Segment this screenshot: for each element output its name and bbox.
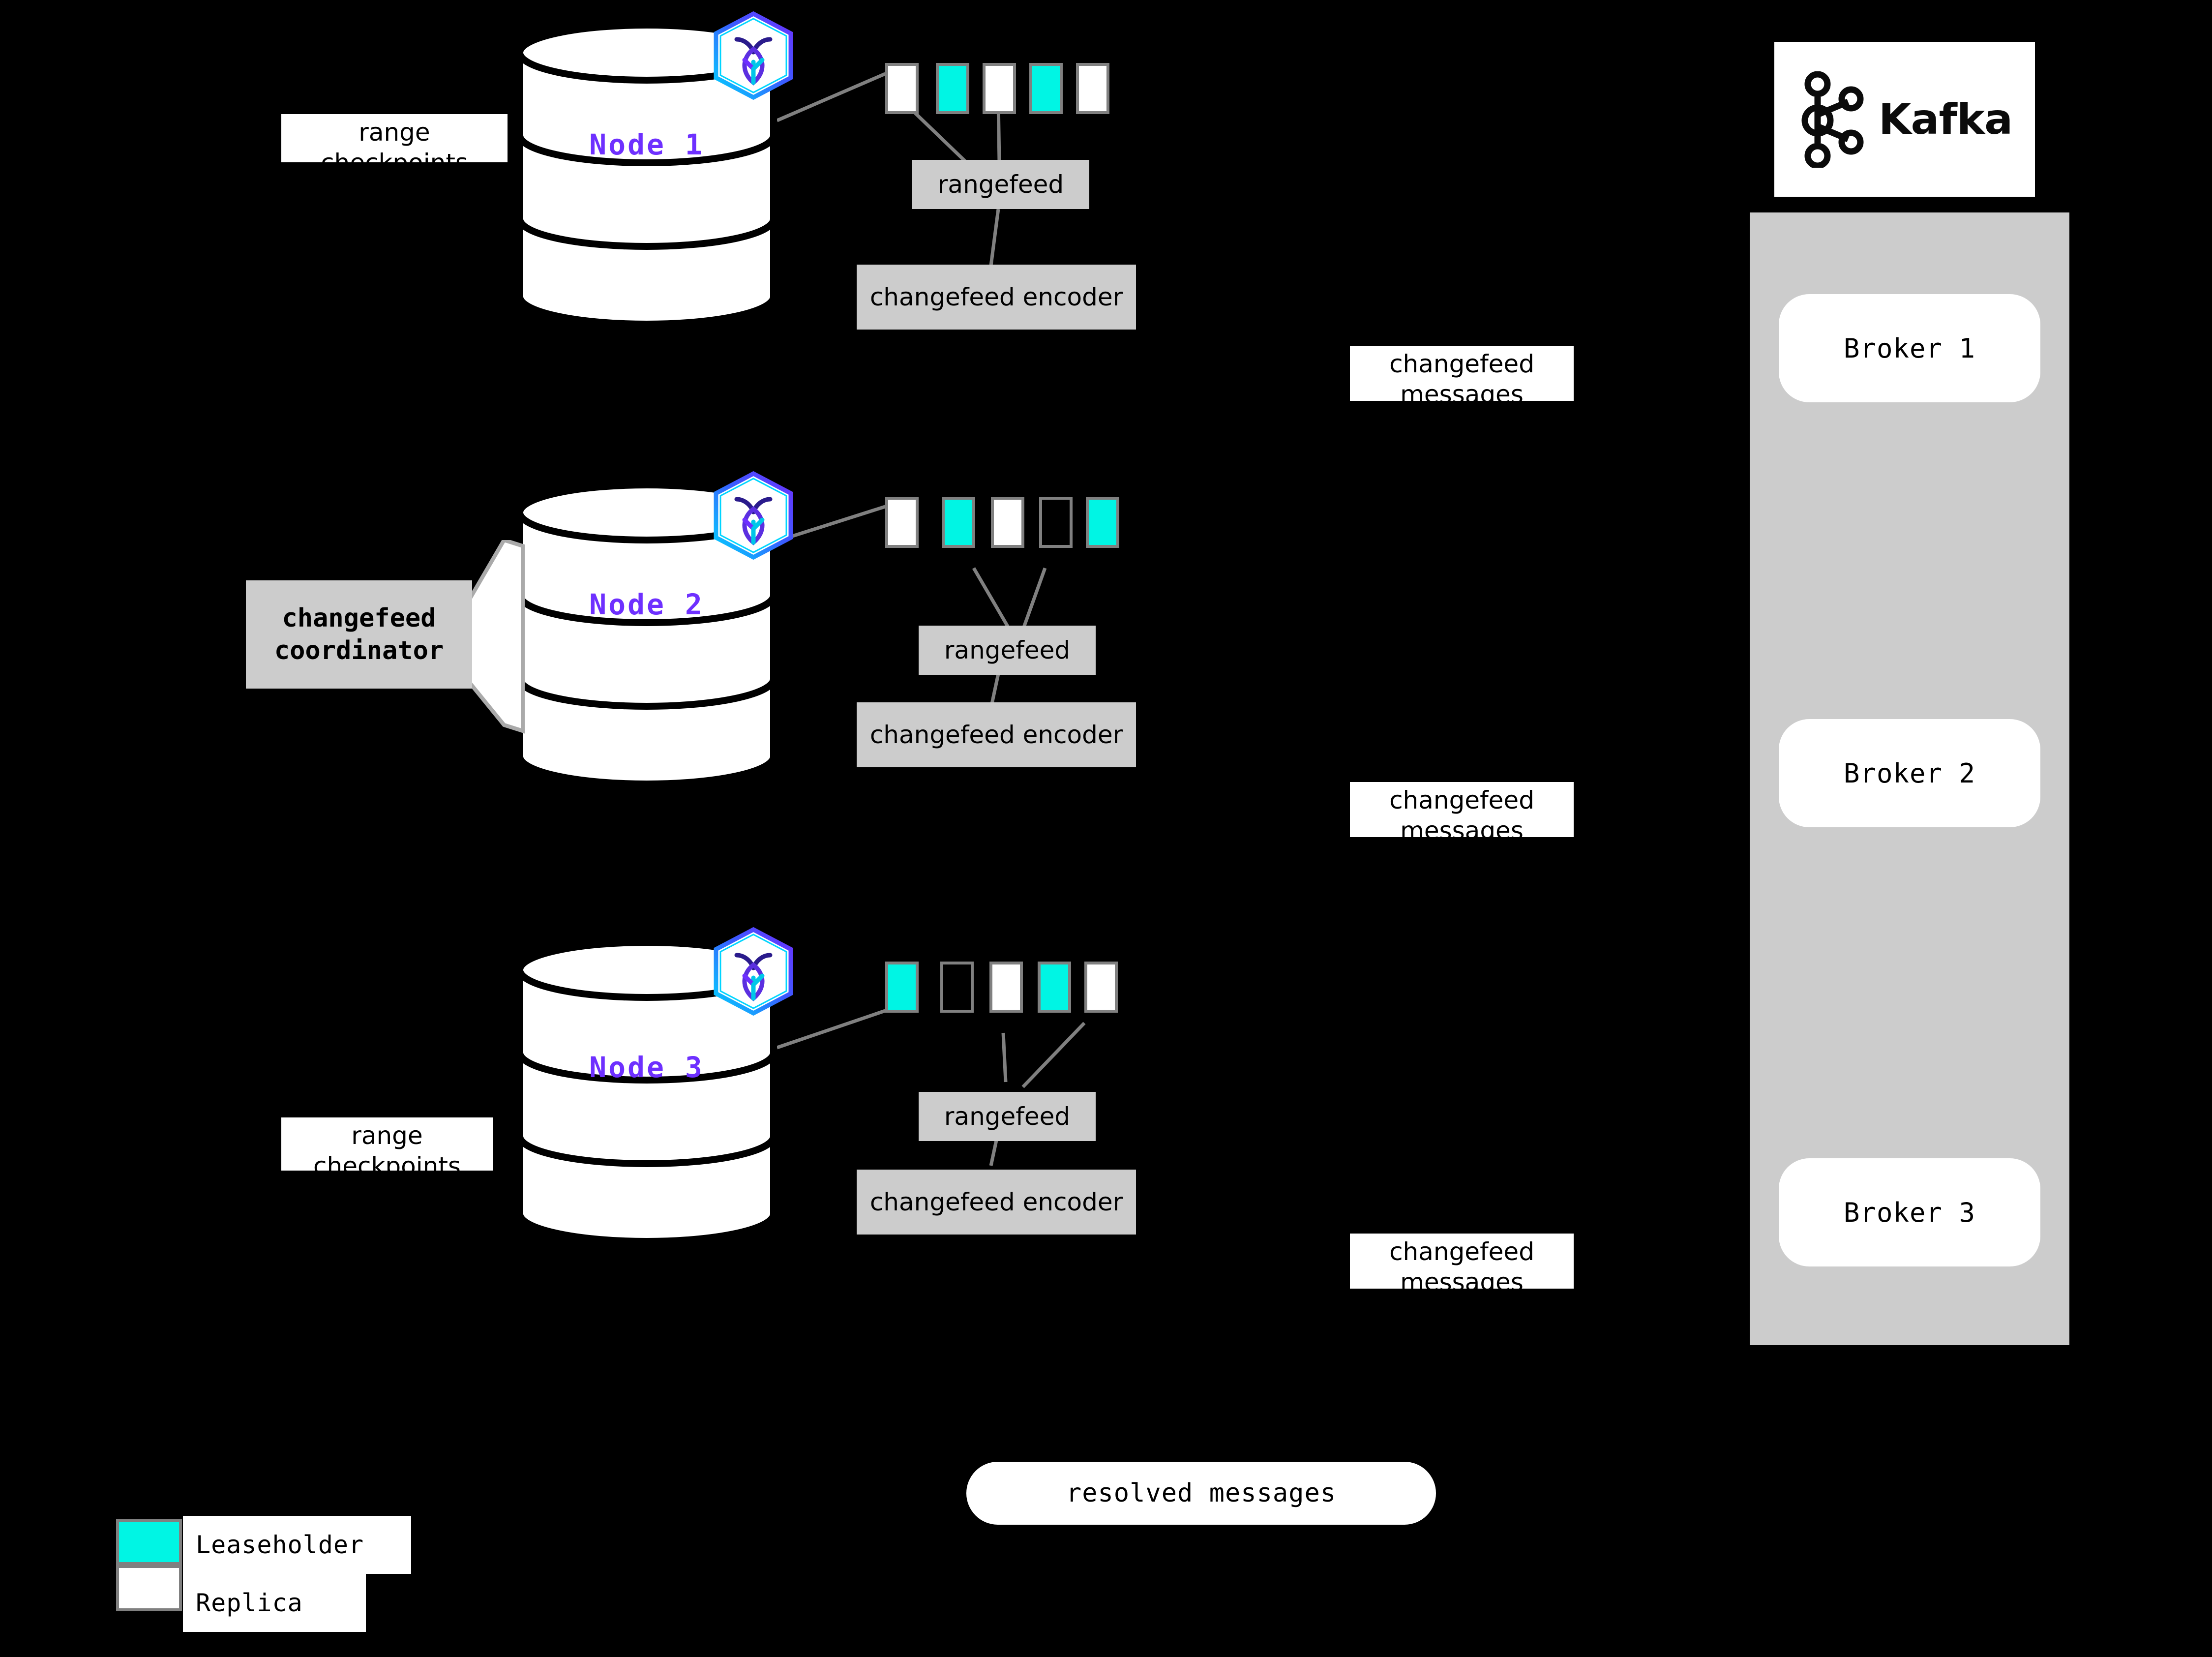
rangefeed-box-node-1[interactable]: rangefeed xyxy=(912,160,1089,209)
cockroachdb-logo-icon xyxy=(708,9,799,104)
range-cell[interactable] xyxy=(885,63,919,114)
range-cell[interactable] xyxy=(936,63,969,114)
changefeed-messages-label-1: changefeed messages xyxy=(1350,346,1574,409)
range-cell[interactable] xyxy=(940,962,974,1013)
legend-swatch-leaseholder xyxy=(116,1519,182,1565)
range-cell[interactable] xyxy=(1039,497,1073,548)
range-cell[interactable] xyxy=(989,962,1023,1013)
broker-3[interactable]: Broker 3 xyxy=(1779,1158,2040,1266)
range-cell[interactable] xyxy=(942,497,975,548)
changefeed-coordinator-box[interactable]: changefeed coordinator xyxy=(246,580,472,689)
coordinator-callout-tail xyxy=(470,540,525,734)
legend-label-leaseholder: Leaseholder xyxy=(183,1516,411,1574)
legend-swatch-replica xyxy=(116,1565,182,1611)
range-checkpoints-label-node-1: range checkpoints xyxy=(281,114,508,177)
range-cell[interactable] xyxy=(1076,63,1109,114)
kafka-logo-icon xyxy=(1801,71,1864,168)
range-cell[interactable] xyxy=(1086,497,1119,548)
node-2-cylinder xyxy=(514,482,779,787)
rangefeed-box-node-3[interactable]: rangefeed xyxy=(919,1092,1096,1141)
cockroachdb-logo-icon xyxy=(708,469,799,564)
kafka-logo-panel: Kafka xyxy=(1774,42,2035,197)
range-cell[interactable] xyxy=(885,497,919,548)
resolved-messages-pill[interactable]: resolved messages xyxy=(966,1462,1436,1525)
legend-label-replica: Replica xyxy=(183,1574,366,1632)
changefeed-encoder-box-node-2[interactable]: changefeed encoder xyxy=(857,702,1136,767)
range-cell[interactable] xyxy=(1029,63,1063,114)
range-cell[interactable] xyxy=(885,962,919,1013)
range-cell[interactable] xyxy=(983,63,1016,114)
node-3-label: Node 3 xyxy=(589,1051,704,1084)
node-1-cylinder xyxy=(514,22,779,327)
rangefeed-box-node-2[interactable]: rangefeed xyxy=(919,626,1096,675)
node-1-label: Node 1 xyxy=(589,128,704,161)
changefeed-encoder-box-node-1[interactable]: changefeed encoder xyxy=(857,265,1136,330)
range-checkpoints-label-node-3: range checkpoints xyxy=(281,1117,493,1180)
changefeed-encoder-box-node-3[interactable]: changefeed encoder xyxy=(857,1170,1136,1235)
node-3-cylinder xyxy=(514,939,779,1244)
range-cell[interactable] xyxy=(1038,962,1071,1013)
cockroachdb-logo-icon xyxy=(708,925,799,1020)
range-cell[interactable] xyxy=(991,497,1024,548)
range-cell[interactable] xyxy=(1084,962,1118,1013)
kafka-wordmark: Kafka xyxy=(1878,94,2013,144)
kafka-inbound-arrow xyxy=(2073,331,2100,348)
node-2-label: Node 2 xyxy=(589,588,704,621)
changefeed-messages-label-3: changefeed messages xyxy=(1350,1234,1574,1296)
broker-1[interactable]: Broker 1 xyxy=(1779,294,2040,402)
changefeed-messages-label-2: changefeed messages xyxy=(1350,782,1574,845)
broker-2[interactable]: Broker 2 xyxy=(1779,719,2040,827)
